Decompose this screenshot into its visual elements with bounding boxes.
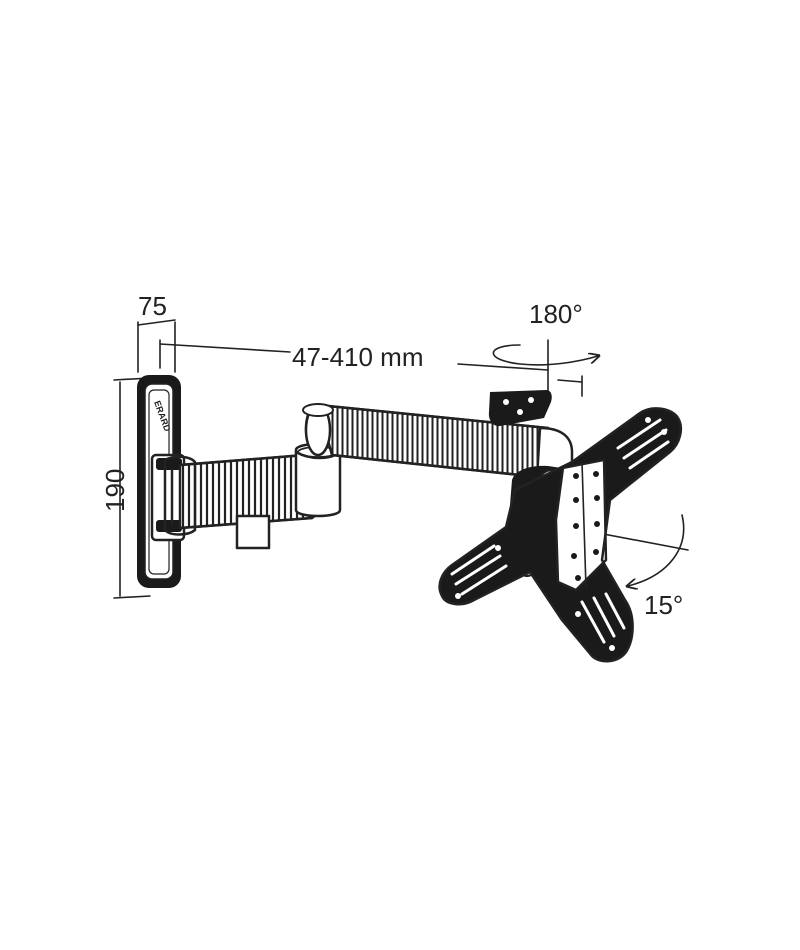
dimension-height: 190 (100, 377, 151, 599)
dimension-depth: 75 (137, 291, 176, 373)
vesa-plate (438, 390, 682, 663)
wall-plate: ERARD (137, 375, 186, 588)
vesa-slots-lower (575, 592, 626, 651)
vesa-slots-left (450, 544, 508, 599)
tilt-label: 15° (644, 590, 683, 620)
dimension-swivel: 180° (492, 299, 598, 397)
height-label: 190 (100, 469, 130, 512)
dimension-extension: 47-410 mm (159, 339, 549, 393)
vesa-slots-upper (616, 417, 670, 470)
depth-label: 75 (138, 291, 167, 321)
swivel-label: 180° (529, 299, 583, 329)
extension-label: 47-410 mm (292, 342, 424, 372)
